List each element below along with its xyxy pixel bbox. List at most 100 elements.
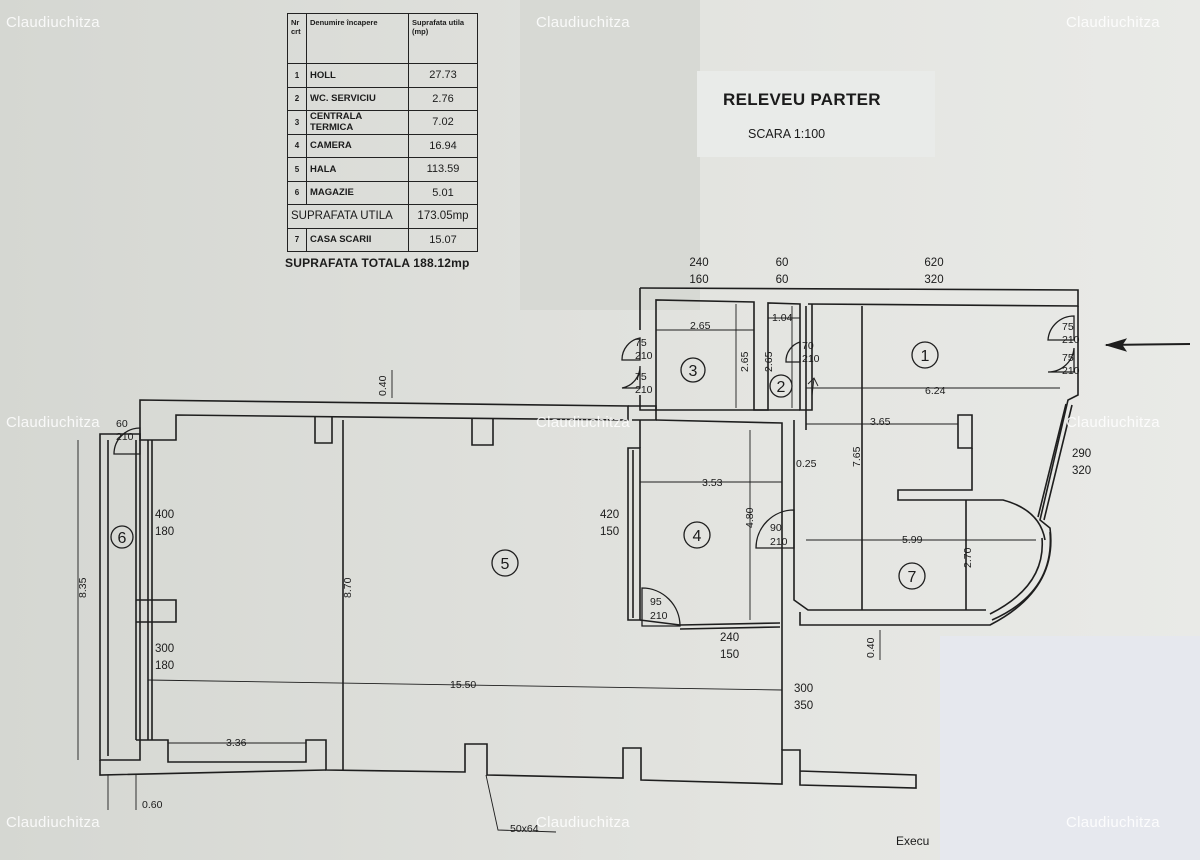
window-5-lower-h: 180: [155, 660, 174, 672]
room-2-label: 2: [777, 379, 786, 396]
window-right-w: 290: [1072, 448, 1091, 460]
entry-arrow-head: [1104, 338, 1128, 352]
dimension-lines: [77, 304, 1191, 833]
service-rooms: [639, 288, 813, 411]
len-hall-height: 7.65: [851, 446, 863, 467]
leader-lines: [391, 370, 881, 833]
door-4-w: 95: [650, 596, 662, 608]
room-3-label: 3: [689, 363, 698, 380]
top-dimensions: 240 160 60 60 620 320: [689, 257, 943, 286]
window-5-lower-w: 300: [155, 643, 174, 655]
row-area: 2.76: [408, 86, 478, 111]
header-area: Suprafata utila (mp): [408, 13, 478, 64]
window-room-4-bottom: [679, 622, 781, 630]
room-7-marker: [898, 562, 926, 590]
curved-window: [989, 531, 1052, 621]
watermark: Claudiuchitza: [1066, 814, 1160, 831]
watermark: Claudiuchitza: [1066, 14, 1160, 31]
door-1-upper-w: 75: [1062, 321, 1074, 333]
window-right-h: 320: [1072, 465, 1091, 477]
room-2-marker: [769, 374, 793, 398]
dim-b-top: 60: [776, 257, 789, 269]
window-4-bottom-h: 150: [720, 649, 739, 661]
len-r5-width: 15.50: [450, 679, 476, 691]
room-6-label: 6: [118, 530, 127, 547]
len-column: 50x64: [510, 823, 539, 835]
window-left: [147, 440, 153, 740]
door-marks: 75 210 75 210 75 210 75 210 70 210 60 21…: [116, 321, 1080, 622]
row-name: WC. SERVICIU: [306, 86, 409, 111]
room-1-marker: [911, 341, 939, 369]
stair-arrow: [807, 377, 819, 397]
door-3-upper-h: 210: [635, 350, 653, 362]
wall-room-4-right: [655, 419, 783, 750]
door-1-upper-h: 210: [1062, 334, 1080, 346]
door-room-6: [113, 427, 141, 455]
table-row: 2 WC. SERVICIU 2.76: [287, 86, 478, 111]
room-4-marker: [683, 521, 711, 549]
horizontal-dims: [147, 317, 1060, 744]
dim-a-bottom: 160: [689, 274, 708, 286]
door-1-lower-w: 75: [1062, 352, 1074, 364]
len-r1-width: 6.24: [925, 385, 946, 397]
window-right: [1037, 403, 1073, 521]
room-labels: 1 2 3 4 5 6 7: [118, 348, 930, 586]
plan-walls: [99, 287, 1079, 789]
wall-top-junction: [628, 405, 657, 421]
wall-thickness-ticks: [107, 775, 137, 810]
stair-post: [957, 414, 973, 449]
room-label-circles: [110, 341, 939, 590]
len-r7-height: 2.70: [962, 547, 974, 568]
table-row: 7 CASA SCARII 15.07: [287, 227, 478, 252]
footer-text: Execu: [896, 834, 930, 848]
watermark: Claudiuchitza: [6, 14, 100, 31]
room-3-marker: [680, 357, 706, 383]
len-r3-width: 2.65: [690, 320, 711, 332]
door-room-3-lower: [621, 365, 641, 389]
len-r4-height: 4.80: [744, 507, 756, 528]
watermark: Claudiuchitza: [536, 814, 630, 831]
len-r7-width: 5.99: [902, 534, 923, 546]
door-7-h: 210: [770, 536, 788, 548]
room-7-label: 7: [908, 569, 917, 586]
pillar-left: [136, 599, 177, 623]
window-4-h: 150: [600, 526, 619, 538]
row-area: 15.07: [408, 227, 478, 252]
room-6-outline: [99, 433, 141, 761]
len-wall-bottom: 0.40: [865, 637, 877, 658]
pillar-top-2: [471, 419, 494, 446]
len-wall-left: 0.60: [142, 799, 163, 811]
pillar-top-1: [314, 417, 333, 444]
door-room-3-upper: [621, 337, 641, 361]
row-name: CASA SCARII: [306, 227, 409, 252]
wall-room-4-bottom: [639, 619, 681, 626]
stair-rail: [897, 448, 1046, 541]
watermark: Claudiuchitza: [536, 414, 630, 431]
len-r4-width: 3.53: [702, 477, 723, 489]
door-6-w: 60: [116, 418, 128, 430]
door-3-lower-w: 75: [635, 371, 647, 383]
length-dimensions: 2.65 2.65 1.04 2.65 6.24 3.65 7.65 0.25 …: [77, 312, 974, 835]
door-staircase: [755, 509, 795, 549]
row-area: 7.02: [408, 110, 478, 135]
watermark: Claudiuchitza: [1066, 414, 1160, 431]
door-2-w: 70: [802, 340, 814, 352]
door-3-lower-h: 210: [635, 384, 653, 396]
useful-total-label: SUPRAFATA UTILA: [287, 204, 409, 229]
window-4-bottom-w: 240: [720, 632, 739, 644]
room-areas-table: Nr crt Denumire încapere Suprafata utila…: [287, 13, 478, 252]
vertical-dims: [77, 304, 967, 770]
title-block: [697, 71, 935, 157]
watermark: Claudiuchitza: [6, 414, 100, 431]
dim-c-top: 620: [924, 257, 943, 269]
room-6-marker: [110, 525, 134, 549]
window-5-bottom-h: 350: [794, 700, 813, 712]
len-r2-width: 1.04: [772, 312, 793, 324]
dim-c-bottom: 320: [924, 274, 943, 286]
len-r3-height: 2.65: [739, 351, 751, 372]
useful-total-value: 173.05mp: [408, 204, 478, 229]
row-area: 113.59: [408, 157, 478, 182]
door-room-2: [785, 341, 801, 363]
room-5-marker: [491, 549, 519, 577]
window-5-upper-w: 400: [155, 509, 174, 521]
